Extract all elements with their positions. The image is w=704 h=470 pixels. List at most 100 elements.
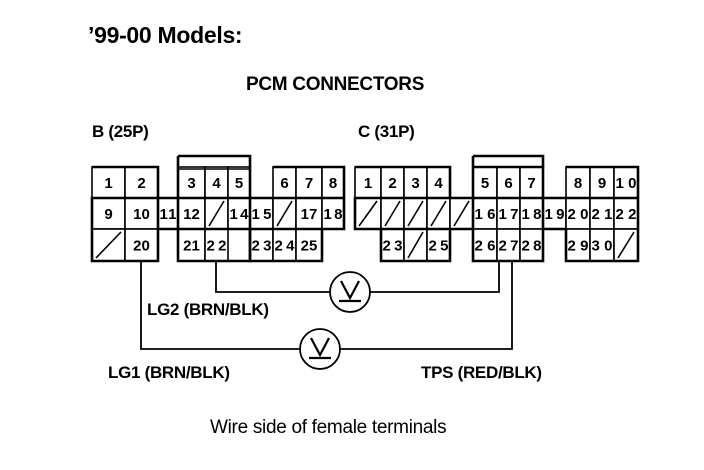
b-pin-number: 10 <box>133 206 150 223</box>
c-pin-cell: 29 <box>565 228 591 262</box>
b-pin-number: 21 <box>183 238 200 255</box>
lg2-wire-left <box>215 261 330 293</box>
c-unused-pin-slash <box>407 200 424 227</box>
c-pin-cell: 3 <box>403 166 428 199</box>
c-pin-number: 4 <box>434 175 443 192</box>
b-pin-cell: 1 <box>91 166 126 199</box>
c-latch <box>473 154 545 167</box>
c-pin-number: 1 <box>364 175 372 192</box>
b-pin-number: 5 <box>235 175 243 192</box>
lg1-wire-label: LG1 (BRN/BLK) <box>108 363 230 382</box>
c-pin-cell: 5 <box>472 166 498 199</box>
b-pin-number: 8 <box>329 175 337 192</box>
lg1-wire-right <box>340 261 513 350</box>
v-symbol <box>310 337 330 358</box>
c-pin-number: 5 <box>481 175 489 192</box>
b-pin-number: 12 <box>183 206 200 223</box>
c-housing-left-bottom <box>379 229 452 263</box>
c-pin-number: 9 <box>598 175 606 192</box>
b-pin-number: 6 <box>280 175 288 192</box>
lg2-wire-right <box>370 261 500 293</box>
b-pin-number: 1 <box>104 175 112 192</box>
c-pin-cell: 9 <box>589 166 615 199</box>
v-symbol <box>340 280 360 301</box>
b-pin-cell: 15 <box>249 197 274 230</box>
c-pin-cell: 8 <box>565 166 591 199</box>
c-pin-cell: 16 <box>472 197 498 230</box>
b-pin-cell: 4 <box>204 166 229 199</box>
c-pin-cell: 1 <box>354 166 382 199</box>
lg2-wire-label: LG2 (BRN/BLK) <box>147 300 269 319</box>
connector-c-label: C (31P) <box>358 122 415 141</box>
b-pin-cell <box>204 197 229 230</box>
c-pin-number: 7 <box>527 175 535 192</box>
b-pin-cell: 8 <box>321 166 345 199</box>
b-pin-cell: 11 <box>157 197 179 230</box>
b-pin-cell: 7 <box>295 166 323 199</box>
connector-b-label: B (25P) <box>92 122 149 141</box>
b-pin-cell: 2 <box>124 166 159 199</box>
b-pin-number: 11 <box>160 206 177 223</box>
c-pin-cell <box>449 197 474 230</box>
voltmeter-lg2 <box>329 271 371 313</box>
c-pin-cell <box>380 197 405 230</box>
b-pin-number: 2 <box>137 175 145 192</box>
b-pin-cell: 18 <box>321 197 345 230</box>
models-title: ’99-00 Models: <box>88 22 243 48</box>
c-pin-cell: 26 <box>472 228 498 262</box>
b-pin-cell: 5 <box>227 166 251 199</box>
c-pin-number: 6 <box>504 175 512 192</box>
c-pin-cell: 10 <box>613 166 639 199</box>
tps-wire-label: TPS (RED/BLK) <box>421 363 542 382</box>
b-pin-cell <box>272 197 297 230</box>
b-pin-cell: 25 <box>295 228 323 262</box>
caption: Wire side of female terminals <box>210 417 447 438</box>
c-pin-cell <box>354 197 382 230</box>
b-pin-cell <box>91 228 126 262</box>
c-pin-cell: 6 <box>496 166 521 199</box>
c-pin-cell: 4 <box>426 166 451 199</box>
c-pin-cell <box>403 197 428 230</box>
wiring <box>140 261 513 370</box>
c-unused-pin-slash <box>453 200 470 227</box>
c-unused-pin-slash <box>384 200 401 227</box>
c-pin-cell: 28 <box>519 228 544 262</box>
b-pin-cell: 20 <box>124 228 159 262</box>
c-housing-center <box>471 156 545 263</box>
b-pin-number: 14 <box>230 206 250 223</box>
voltmeter-icon <box>299 328 341 370</box>
c-pin-cell: 27 <box>496 228 521 262</box>
b-pin-box <box>91 166 126 199</box>
c-unused-pin-slash <box>430 200 447 227</box>
c-unused-pin-slash <box>407 231 424 259</box>
b-pin-cell: 12 <box>177 197 206 230</box>
c-pin-cell: 30 <box>589 228 615 262</box>
c-pin-cell <box>426 197 451 230</box>
b-housing-left <box>90 165 160 263</box>
b-pin-cell: 23 <box>249 228 274 262</box>
c-pin-cell: 18 <box>519 197 544 230</box>
b-pin-cell: 9 <box>91 197 126 230</box>
lg1-wire-left <box>140 261 300 350</box>
b-pin-number: 4 <box>212 175 221 192</box>
c-unused-pin-slash <box>617 231 635 259</box>
b-pin-cell: 10 <box>124 197 159 230</box>
b-unused-pin-slash <box>276 200 293 227</box>
b-pin-cell: 22 <box>204 228 229 262</box>
c-pin-cell: 19 <box>542 197 567 230</box>
c-unused-pin-slash <box>358 200 378 227</box>
c-housing-right <box>564 165 640 263</box>
b-pin-cell: 17 <box>295 197 323 230</box>
b-pin-cell: 24 <box>272 228 297 262</box>
voltmeter-icon <box>329 271 371 313</box>
b-pin-cell: 3 <box>177 166 206 199</box>
c-pin-number: 3 <box>411 175 419 192</box>
c-pin-cell: 22 <box>613 197 639 230</box>
b-pin-number: 17 <box>301 206 318 223</box>
b-pin-number: 3 <box>187 175 195 192</box>
b-pin-cell: 14 <box>227 197 251 230</box>
c-pin-cell: 25 <box>426 228 451 262</box>
c-pin-cell: 23 <box>380 228 405 262</box>
b-pin-cell: 21 <box>177 228 206 262</box>
